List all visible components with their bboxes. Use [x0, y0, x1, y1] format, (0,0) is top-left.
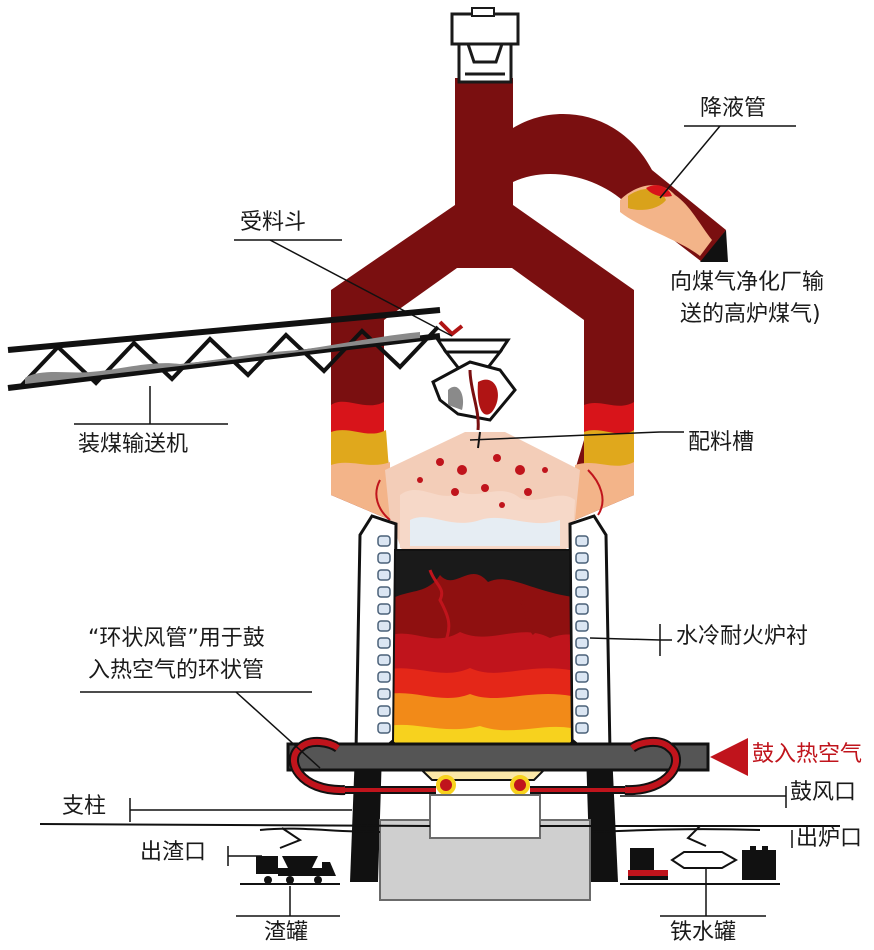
cooler-stave-right	[575, 552, 589, 564]
support-column-left	[350, 752, 382, 882]
cooler-stave-left	[377, 654, 391, 666]
cooler-stave-left	[377, 552, 391, 564]
leader-lines	[74, 125, 796, 917]
label-taphole: 出炉口	[796, 826, 863, 851]
slag-ladle-car	[240, 856, 340, 885]
cooler-stave-left	[377, 535, 391, 547]
cooler-stave-right	[575, 688, 589, 700]
charge-zone	[375, 431, 604, 550]
label-receiving-hopper: 受料斗	[240, 210, 307, 235]
cooler-stave-left	[377, 603, 391, 615]
label-bustle-line2: 入热空气的环状管	[88, 658, 265, 683]
tuyere-hotspot-left	[436, 775, 456, 795]
label-support-column: 支柱	[62, 794, 107, 819]
label-conveyor: 装煤输送机	[78, 432, 189, 457]
cooler-stave-right	[575, 535, 589, 547]
cooler-stave-left	[377, 569, 391, 581]
label-slag-ladle: 渣罐	[264, 920, 309, 945]
hot-metal-ladle-car	[620, 846, 780, 885]
support-column-right	[586, 752, 618, 882]
label-slag-notch: 出渣口	[140, 840, 207, 865]
label-water-cooled-lining: 水冷耐火炉衬	[676, 624, 809, 649]
skip-conveyor	[7, 307, 441, 391]
water-cooled-lining-right	[568, 514, 612, 754]
tuyere-hotspot-right	[510, 775, 530, 795]
label-tuyere: 鼓风口	[790, 780, 857, 805]
bustle-pipe	[286, 737, 748, 796]
cooler-stave-right	[575, 722, 589, 734]
cooler-stave-left	[377, 637, 391, 649]
downcomer-nozzle	[700, 230, 728, 262]
label-bustle-line1: “环状风管”用于鼓	[88, 626, 265, 651]
label-gas-line2: 送的高炉煤气)	[680, 302, 821, 327]
cooler-stave-right	[575, 654, 589, 666]
hot-blast-arrow	[710, 738, 748, 776]
cooler-stave-right	[575, 637, 589, 649]
cooler-stave-right	[575, 620, 589, 632]
stack-valve	[450, 12, 520, 46]
cooler-stave-left	[377, 705, 391, 717]
cooler-stave-left	[377, 688, 391, 700]
cooler-stave-left	[377, 671, 391, 683]
cooler-stave-right	[575, 671, 589, 683]
water-cooled-lining-left	[354, 514, 398, 754]
cooler-stave-right	[575, 569, 589, 581]
label-hot-blast: 鼓入热空气	[752, 742, 863, 767]
gas-duct-system	[331, 7, 728, 520]
cooler-stave-left	[377, 586, 391, 598]
cooler-stave-right	[575, 705, 589, 717]
cooler-stave-right	[575, 586, 589, 598]
label-downcomer: 降液管	[700, 96, 767, 121]
cooler-stave-right	[575, 603, 589, 615]
cooler-stave-left	[377, 722, 391, 734]
label-hot-metal-ladle: 铁水罐	[670, 920, 737, 945]
label-gas-line1: 向煤气净化厂输	[670, 270, 825, 295]
receiving-hopper	[431, 320, 517, 431]
cooler-stave-left	[377, 620, 391, 632]
bustle-pipe-bar	[286, 742, 710, 772]
label-distribution-chute: 配料槽	[688, 430, 755, 455]
